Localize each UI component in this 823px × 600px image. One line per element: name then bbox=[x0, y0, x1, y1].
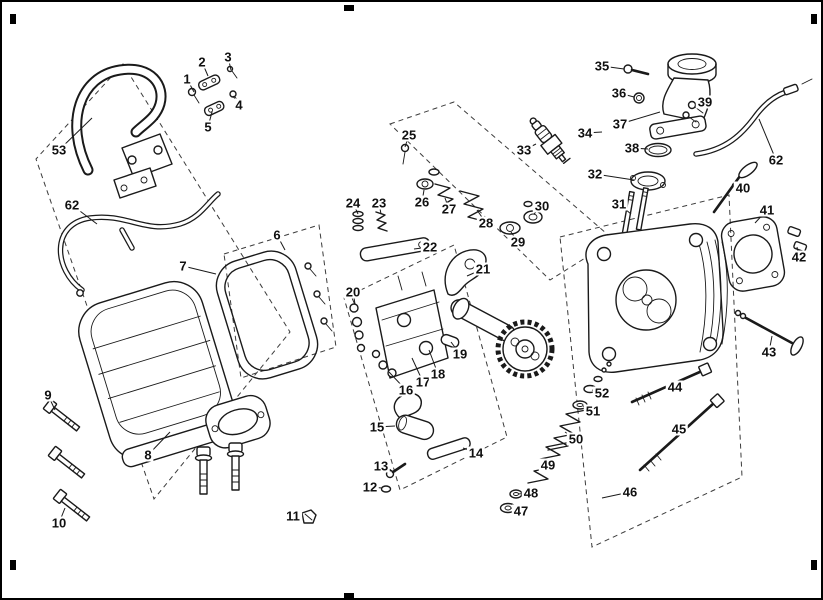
part-label-51: 51 bbox=[583, 403, 603, 419]
part-label-28: 28 bbox=[476, 215, 496, 231]
part-label-16: 16 bbox=[396, 382, 416, 398]
part-label-14: 14 bbox=[466, 445, 486, 461]
part-label-53: 53 bbox=[49, 142, 69, 158]
part-label-20: 20 bbox=[343, 284, 363, 300]
cylinder-head bbox=[585, 222, 728, 373]
part-label-24: 24 bbox=[343, 195, 363, 211]
cam-holder-bracket bbox=[371, 271, 449, 379]
part-label-27: 27 bbox=[439, 201, 459, 217]
cover-bolts bbox=[194, 442, 245, 495]
clip-11 bbox=[301, 509, 317, 524]
part-label-45: 45 bbox=[669, 421, 689, 437]
studs-31 bbox=[621, 187, 649, 235]
part-label-35: 35 bbox=[592, 58, 612, 74]
part-label-62: 62 bbox=[62, 197, 82, 213]
breather-hose-62-left bbox=[57, 191, 221, 297]
leader-line-62 bbox=[758, 118, 777, 161]
part-label-41: 41 bbox=[757, 202, 777, 218]
part-label-26: 26 bbox=[412, 194, 432, 210]
part-label-6: 6 bbox=[271, 227, 283, 243]
part-label-3: 3 bbox=[222, 49, 234, 65]
fastener-stack-20 bbox=[349, 297, 366, 353]
head-bolt-45 bbox=[638, 393, 725, 472]
camshaft-and-sprocket bbox=[450, 297, 555, 379]
intake-manifold-37 bbox=[649, 53, 717, 140]
part-label-13: 13 bbox=[371, 458, 391, 474]
part-label-52: 52 bbox=[592, 385, 612, 401]
part-label-22: 22 bbox=[420, 239, 440, 255]
washer-12 bbox=[380, 485, 392, 493]
part-label-32: 32 bbox=[585, 166, 605, 182]
part-label-23: 23 bbox=[369, 195, 389, 211]
part-label-12: 12 bbox=[360, 479, 380, 495]
part-label-39: 39 bbox=[695, 94, 715, 110]
part-label-8: 8 bbox=[142, 447, 154, 463]
part-label-33: 33 bbox=[514, 142, 534, 158]
pipe-fasteners-1-5 bbox=[187, 65, 241, 117]
part-label-44: 44 bbox=[665, 379, 685, 395]
gasket-screws bbox=[304, 262, 333, 332]
o-ring-38 bbox=[644, 142, 672, 158]
pin-14 bbox=[426, 437, 471, 460]
breather-pipe-53 bbox=[71, 63, 173, 199]
part-label-17: 17 bbox=[413, 374, 433, 390]
manifold-gasket-32 bbox=[630, 171, 666, 191]
registration-marks bbox=[10, 5, 817, 598]
pin-19 bbox=[440, 333, 460, 349]
part-label-19: 19 bbox=[450, 346, 470, 362]
part-label-50: 50 bbox=[566, 431, 586, 447]
part-label-29: 29 bbox=[508, 234, 528, 250]
part-label-21: 21 bbox=[473, 261, 493, 277]
part-label-4: 4 bbox=[233, 97, 245, 113]
part-label-11: 11 bbox=[284, 508, 302, 524]
part-label-30: 30 bbox=[532, 198, 552, 214]
part-label-5: 5 bbox=[202, 119, 214, 135]
part-label-47: 47 bbox=[511, 503, 531, 519]
part-label-9: 9 bbox=[42, 387, 54, 403]
part-label-46: 46 bbox=[620, 484, 640, 500]
head-gasket-41 bbox=[720, 216, 786, 292]
part-label-18: 18 bbox=[428, 366, 448, 382]
part-label-7: 7 bbox=[177, 258, 189, 274]
part-label-34: 34 bbox=[575, 125, 595, 141]
part-label-62: 62 bbox=[766, 152, 786, 168]
part-label-48: 48 bbox=[521, 485, 541, 501]
part-label-42: 42 bbox=[789, 249, 809, 265]
valve-43 bbox=[734, 309, 804, 356]
part-label-37: 37 bbox=[610, 116, 630, 132]
part-label-2: 2 bbox=[196, 54, 208, 70]
part-label-43: 43 bbox=[759, 344, 779, 360]
spark-plug-33 bbox=[529, 117, 571, 164]
cover-gasket-7 bbox=[215, 250, 319, 380]
part-label-25: 25 bbox=[399, 127, 419, 143]
part-label-40: 40 bbox=[733, 180, 753, 196]
part-label-10: 10 bbox=[49, 515, 69, 531]
rocker-arm-15 bbox=[393, 392, 435, 441]
part-label-38: 38 bbox=[622, 140, 642, 156]
vent-pipe-62-right bbox=[693, 78, 813, 157]
flange-bolts-9-10 bbox=[42, 398, 91, 522]
part-label-49: 49 bbox=[538, 457, 558, 473]
part-label-1: 1 bbox=[181, 71, 193, 87]
valvetrain-small-parts bbox=[352, 143, 543, 235]
part-label-36: 36 bbox=[609, 85, 629, 101]
part-label-15: 15 bbox=[367, 419, 387, 435]
part-label-31: 31 bbox=[609, 196, 629, 212]
breather-plate bbox=[205, 394, 271, 449]
